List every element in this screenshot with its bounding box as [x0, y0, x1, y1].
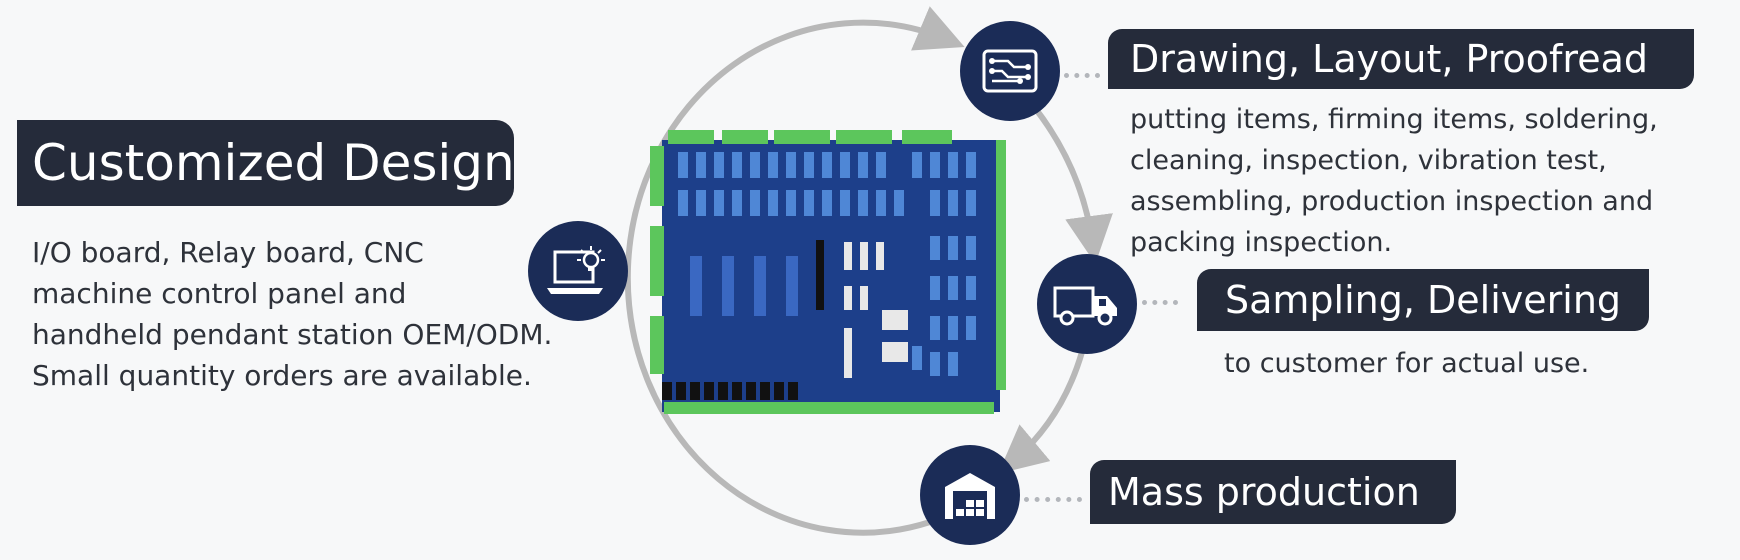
cycle-arrow-step1-to-step2: [1032, 106, 1113, 264]
connector-dots: [1142, 300, 1178, 305]
step-drawing-title: Drawing, Layout, Proofread: [1108, 29, 1694, 89]
cycle-arc-left: [624, 6, 965, 536]
description-line: putting items, firming items, soldering,: [1130, 104, 1658, 135]
design-step-badge: [528, 221, 628, 321]
circuit-board-icon: [982, 49, 1038, 93]
delivery-truck-icon: [1053, 286, 1117, 326]
description-line: assembling, production inspection and: [1130, 186, 1654, 217]
pcb-board-image: [650, 130, 1006, 414]
step-drawing-description: putting items, firming items, soldering,…: [1130, 99, 1658, 263]
connector-dots: [1064, 73, 1100, 78]
description-line: Small quantity orders are available.: [32, 359, 532, 392]
description-line: handheld pendant station OEM/ODM.: [32, 318, 553, 351]
description-line: I/O board, Relay board, CNC: [32, 236, 424, 269]
description-line: packing inspection.: [1130, 227, 1393, 258]
step-sampling-title: Sampling, Delivering: [1197, 269, 1649, 331]
description-line: to customer for actual use.: [1224, 348, 1590, 379]
step-sampling-description: to customer for actual use.: [1224, 345, 1589, 383]
description-line: machine control panel and: [32, 277, 407, 310]
laptop-lightbulb-icon: [547, 246, 605, 294]
step-sampling-badge: [1037, 254, 1137, 354]
customized-design-description: I/O board, Relay board, CNC machine cont…: [32, 232, 552, 396]
step-drawing-badge: [960, 21, 1060, 121]
step-mass-production-title: Mass production: [1090, 460, 1456, 524]
cycle-arrow-step2-to-step3: [998, 351, 1085, 474]
connector-dots: [1024, 497, 1082, 502]
description-line: cleaning, inspection, vibration test,: [1130, 145, 1607, 176]
customized-design-title: Customized Design: [17, 120, 515, 206]
warehouse-icon: [945, 473, 995, 519]
step-mass-production-badge: [920, 445, 1020, 545]
